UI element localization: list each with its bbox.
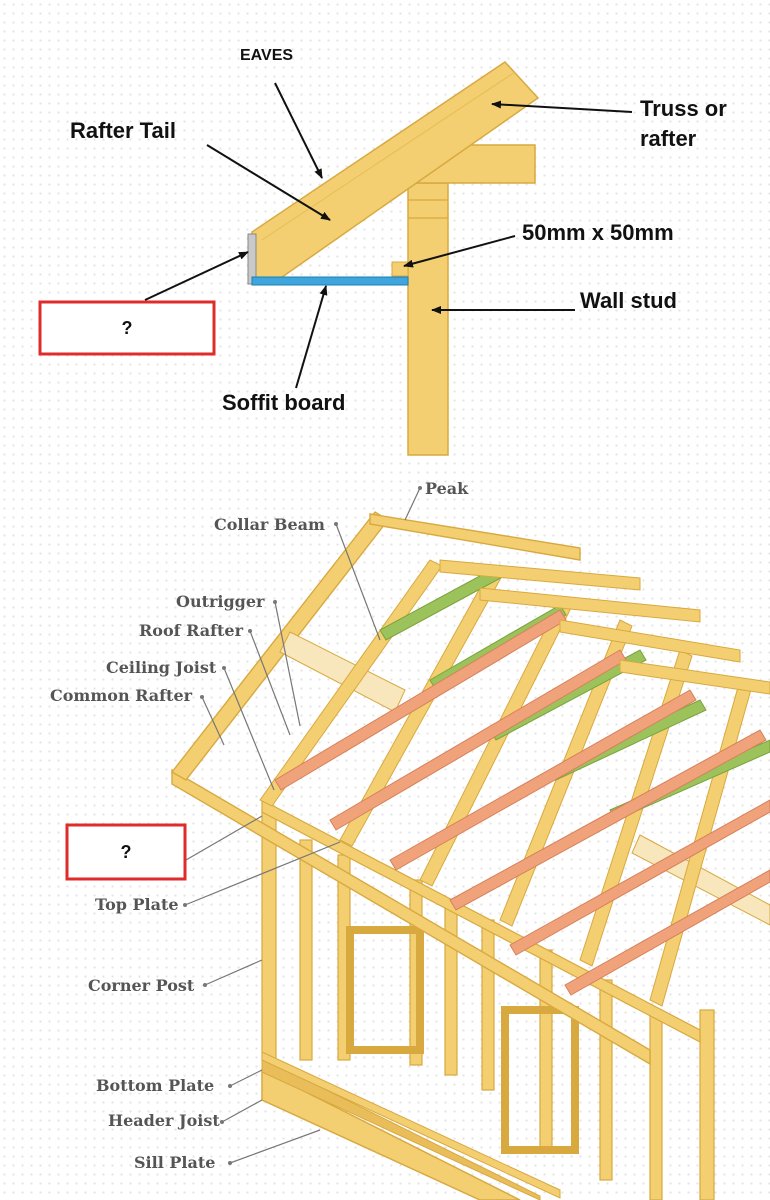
back-rafters: [439, 559, 770, 695]
label-batten: 50mm x 50mm: [522, 220, 674, 245]
answer-box-top[interactable]: [38, 300, 216, 356]
sill-plate-shape: [261, 1068, 521, 1200]
window-frame-left: [346, 926, 424, 1054]
label-truss-line2: rafter: [640, 126, 697, 151]
label-eaves: EAVES: [240, 47, 293, 64]
leader-lines: [184, 487, 421, 1164]
top-eaves-diagram: EAVES Rafter Tail Truss or rafter 50mm x…: [38, 47, 727, 456]
answer-box-bottom[interactable]: [65, 823, 187, 881]
label-bottom-plate: Bottom Plate: [96, 1076, 214, 1095]
label-collar-beam: Collar Beam: [214, 515, 325, 534]
label-wall-stud: Wall stud: [580, 288, 677, 313]
roof-battens-orange: [274, 609, 770, 996]
answer-box-bottom-text: ?: [121, 842, 132, 862]
header-joist-shape: [261, 1057, 541, 1200]
leader-dots: [183, 486, 422, 1165]
ridge-beam-shape: [369, 513, 581, 561]
label-rafter-tail: Rafter Tail: [70, 118, 176, 143]
bottom-plate-shape: [261, 1051, 561, 1199]
window-frame-right: [501, 1006, 579, 1154]
label-corner-post: Corner Post: [88, 976, 195, 995]
soffit-board-shape: [251, 276, 409, 286]
eave-edge-shape: [171, 768, 651, 1066]
answer-box-top-text: ?: [122, 318, 133, 338]
label-ceiling-joist: Ceiling Joist: [106, 658, 217, 677]
label-truss-line1: Truss or: [640, 96, 727, 121]
label-sill-plate: Sill Plate: [134, 1153, 215, 1172]
label-soffit-board: Soffit board: [222, 390, 345, 415]
label-outrigger: Outrigger: [176, 592, 265, 611]
label-peak: Peak: [425, 479, 469, 498]
label-header-joist: Header Joist: [108, 1111, 220, 1130]
wall-stud-shape: [407, 182, 449, 456]
label-top-plate: Top Plate: [95, 895, 179, 914]
label-roof-rafter: Roof Rafter: [139, 621, 244, 640]
label-common-rafter: Common Rafter: [50, 686, 193, 705]
